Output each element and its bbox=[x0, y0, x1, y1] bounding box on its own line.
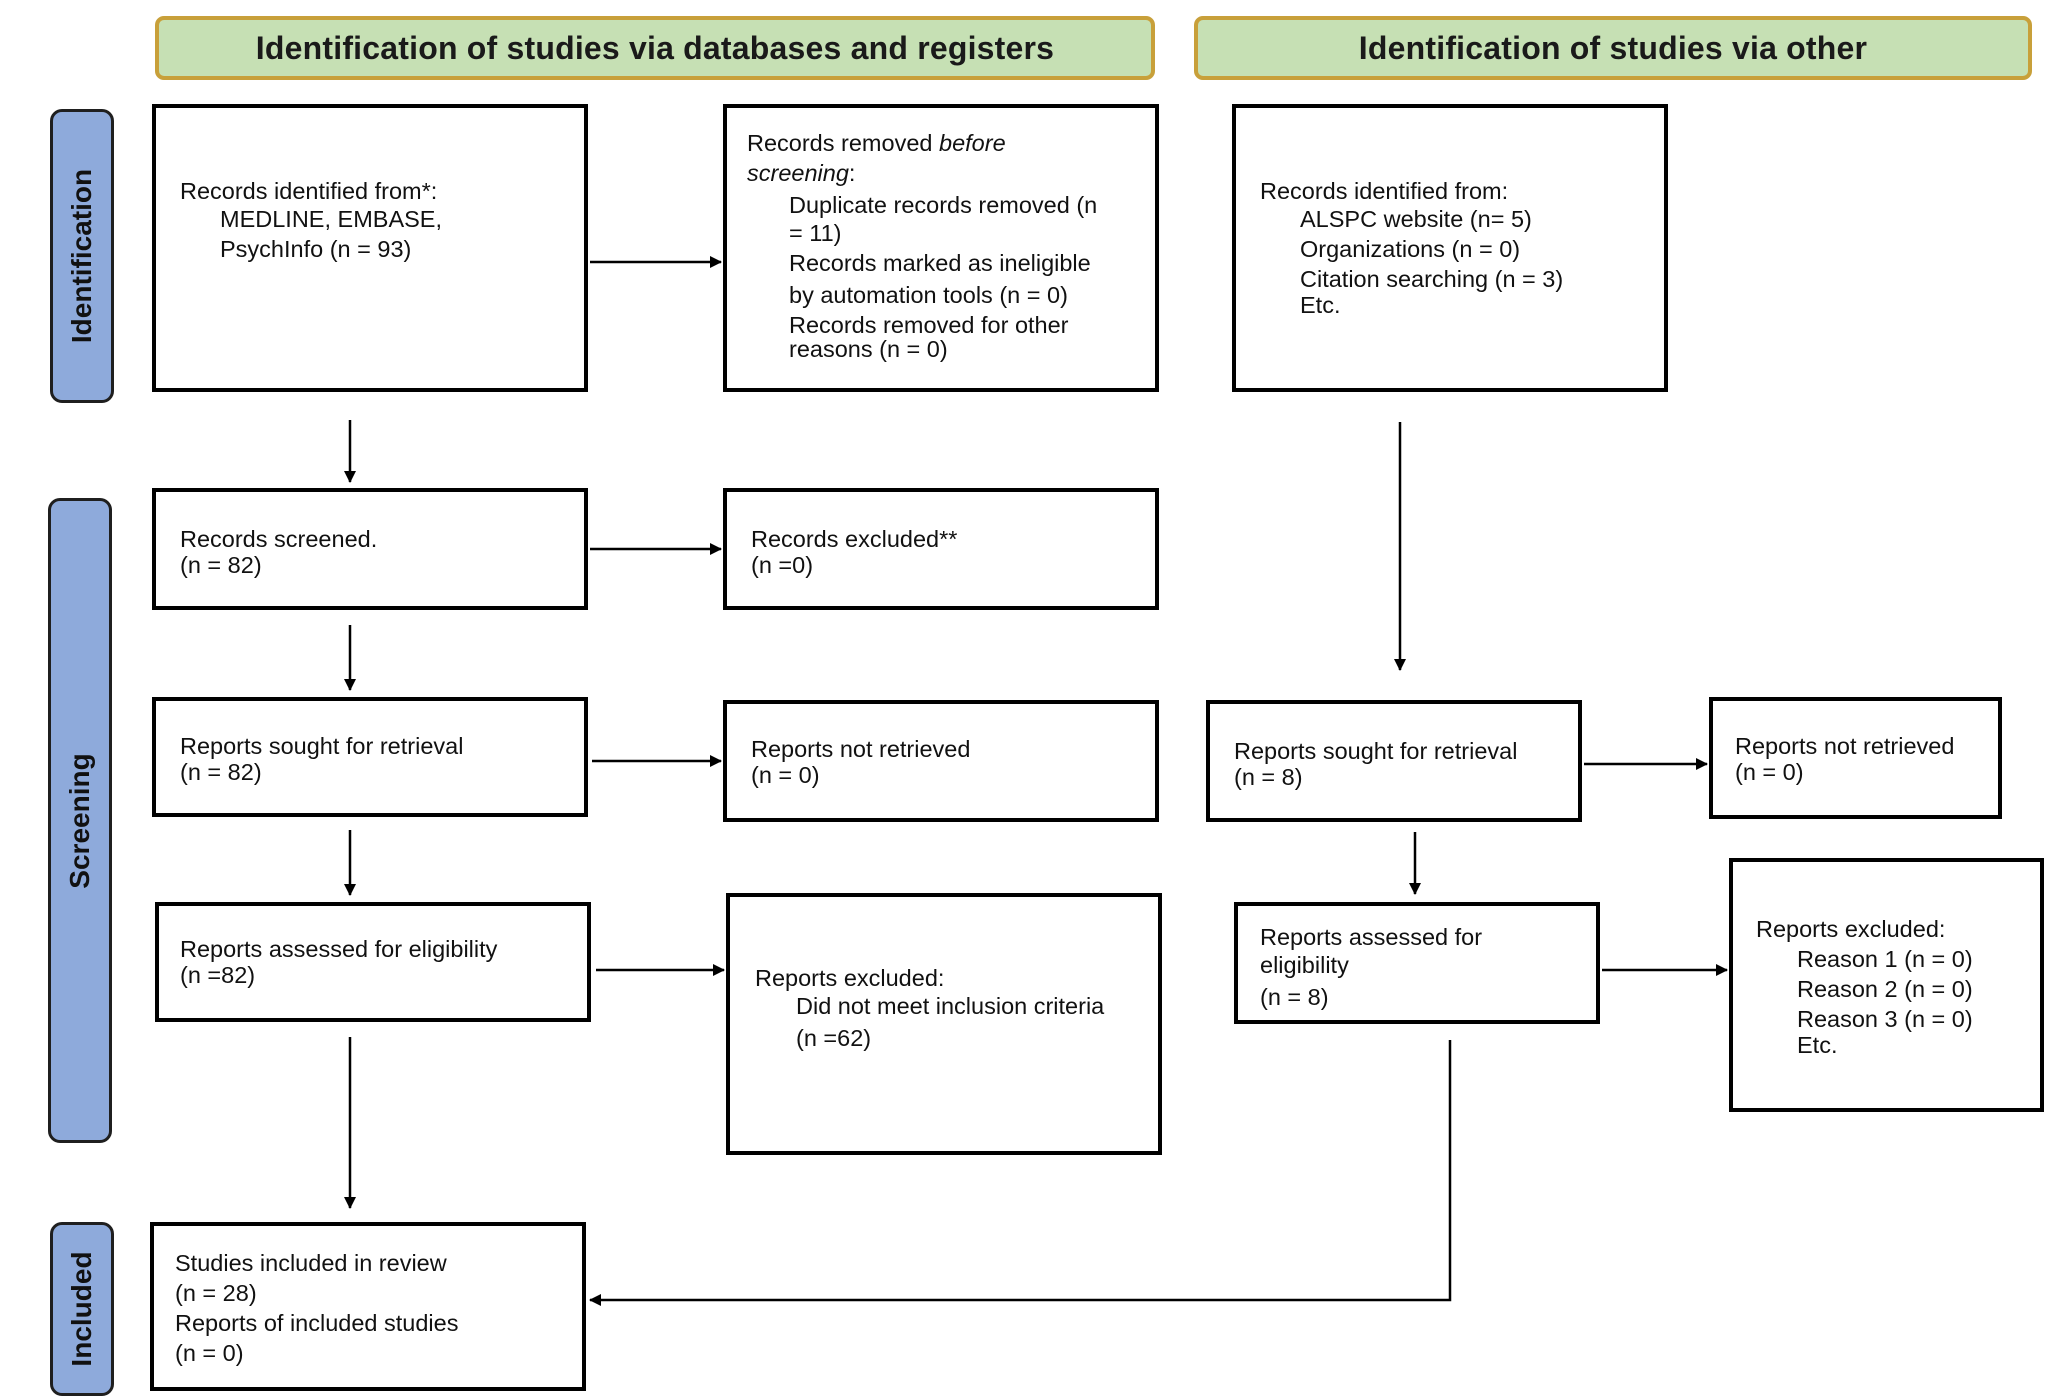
box-studies-included: Studies included in review (n = 28) Repo… bbox=[150, 1222, 586, 1391]
text-line: Duplicate records removed (n bbox=[789, 192, 1098, 218]
text-line: Reports assessed for bbox=[1260, 924, 1483, 950]
text-line: Reason 3 (n = 0) bbox=[1797, 1006, 1973, 1032]
phase-screening-label: Screening bbox=[64, 752, 95, 889]
records-removed-screening: screening bbox=[747, 160, 849, 186]
text-line: Reports sought for retrieval bbox=[180, 733, 464, 759]
text-line: (n = 0) bbox=[751, 762, 820, 788]
phase-included: Included bbox=[50, 1222, 114, 1396]
box-records-excluded: Records excluded** (n =0) bbox=[723, 488, 1159, 610]
box-reports-excluded-other: Reports excluded: Reason 1 (n = 0) Reaso… bbox=[1729, 858, 2044, 1112]
text-line: MEDLINE, EMBASE, bbox=[220, 206, 442, 232]
phase-included-label: Included bbox=[66, 1251, 97, 1367]
text-line: Records screened. bbox=[180, 526, 378, 552]
text-line: (n = 28) bbox=[175, 1280, 257, 1306]
header-other-methods-label: Identification of studies via other bbox=[1358, 29, 1868, 66]
text-line: (n =0) bbox=[751, 552, 814, 578]
header-other-methods: Identification of studies via other bbox=[1194, 16, 2032, 80]
text-line: Records identified from*: bbox=[180, 178, 438, 204]
text-line: ALSPC website (n= 5) bbox=[1300, 206, 1532, 232]
text-line: (n = 8) bbox=[1260, 984, 1329, 1010]
text-line: (n = 0) bbox=[175, 1340, 244, 1366]
text-line: Records marked as ineligible bbox=[789, 250, 1091, 276]
text-line: Records removed before bbox=[747, 128, 1006, 158]
box-records-screened: Records screened. (n = 82) bbox=[152, 488, 588, 610]
text-line: Reports excluded: bbox=[1756, 916, 1946, 942]
text-line: Studies included in review bbox=[175, 1250, 447, 1276]
text-line: screening: bbox=[747, 158, 855, 188]
text-line: Etc. bbox=[1797, 1032, 1838, 1058]
text-line: Reason 2 (n = 0) bbox=[1797, 976, 1973, 1002]
text-line: Records identified from: bbox=[1260, 178, 1509, 204]
text-line: Citation searching (n = 3) bbox=[1300, 266, 1564, 292]
phase-identification: Identification bbox=[50, 109, 114, 403]
text-line: Organizations (n = 0) bbox=[1300, 236, 1521, 262]
phase-identification-label: Identification bbox=[66, 168, 97, 344]
text-line: Reports assessed for eligibility bbox=[180, 936, 498, 962]
text-line: (n =62) bbox=[796, 1025, 872, 1051]
text-line: (n = 82) bbox=[180, 759, 262, 785]
text-line: eligibility bbox=[1260, 952, 1349, 978]
box-reports-sought-databases: Reports sought for retrieval (n = 82) bbox=[152, 697, 588, 817]
box-reports-excluded-databases: Reports excluded: Did not meet inclusion… bbox=[726, 893, 1162, 1155]
box-records-identified-other: Records identified from: ALSPC website (… bbox=[1232, 104, 1668, 392]
box-reports-not-retrieved-other: Reports not retrieved (n = 0) bbox=[1709, 697, 2002, 819]
text-line: by automation tools (n = 0) bbox=[789, 282, 1068, 308]
text-line: Reason 1 (n = 0) bbox=[1797, 946, 1973, 972]
text-line: Reports not retrieved bbox=[1735, 733, 1955, 759]
text-line: PsychInfo (n = 93) bbox=[220, 236, 412, 262]
records-removed-prefix: Records removed bbox=[747, 130, 939, 156]
text-line: Reports of included studies bbox=[175, 1310, 459, 1336]
text-line: (n = 0) bbox=[1735, 759, 1804, 785]
text-line: reasons (n = 0) bbox=[789, 336, 948, 362]
text-line: Reports sought for retrieval bbox=[1234, 738, 1518, 764]
phase-screening: Screening bbox=[48, 498, 112, 1143]
text-line: Reports excluded: bbox=[755, 965, 945, 991]
text-line: (n = 8) bbox=[1234, 764, 1303, 790]
box-records-removed: Records removed before screening: Duplic… bbox=[723, 104, 1159, 392]
box-reports-assessed-databases: Reports assessed for eligibility (n =82) bbox=[155, 902, 591, 1022]
text-line: Did not meet inclusion criteria bbox=[796, 993, 1105, 1019]
text-line: Records removed for other bbox=[789, 312, 1069, 338]
header-databases-registers-label: Identification of studies via databases … bbox=[255, 29, 1055, 66]
text-line: Records excluded** bbox=[751, 526, 958, 552]
text-line: Etc. bbox=[1300, 292, 1341, 318]
records-removed-before: before bbox=[939, 130, 1006, 156]
box-reports-assessed-other: Reports assessed for eligibility (n = 8) bbox=[1234, 902, 1600, 1024]
text-line: (n =82) bbox=[180, 962, 256, 988]
text-line: (n = 82) bbox=[180, 552, 262, 578]
box-reports-sought-other: Reports sought for retrieval (n = 8) bbox=[1206, 700, 1582, 822]
records-removed-colon: : bbox=[848, 160, 856, 186]
text-line: Reports not retrieved bbox=[751, 736, 971, 762]
text-line: = 11) bbox=[789, 220, 842, 246]
box-reports-not-retrieved-databases: Reports not retrieved (n = 0) bbox=[723, 700, 1159, 822]
box-records-identified-databases: Records identified from*: MEDLINE, EMBAS… bbox=[152, 104, 588, 392]
header-databases-registers: Identification of studies via databases … bbox=[155, 16, 1155, 80]
